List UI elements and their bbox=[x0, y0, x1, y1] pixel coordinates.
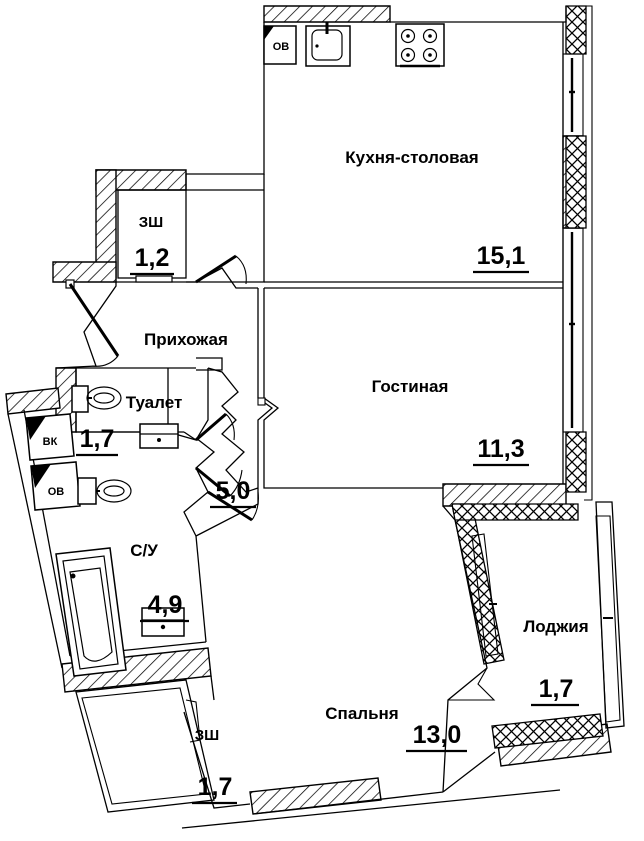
label-closet1-area: 1,2 bbox=[135, 244, 170, 272]
wall-kitchen-top bbox=[263, 5, 391, 23]
closet1-door bbox=[135, 275, 173, 283]
shaft-ov-bath-fill bbox=[31, 464, 51, 488]
label-bathroom-name: С/У bbox=[130, 541, 158, 560]
bath-door-leaf bbox=[195, 466, 231, 498]
label-closet2-name: ЗШ bbox=[195, 727, 219, 744]
bathtub-basin bbox=[69, 567, 113, 662]
outline-bath-right bbox=[195, 535, 207, 643]
shaft-vk-fill bbox=[26, 416, 46, 440]
hall-door-arc bbox=[235, 255, 247, 285]
outline-bath-left bbox=[7, 413, 63, 669]
loggia-wall-bottom bbox=[491, 713, 604, 749]
outline-closet2-join bbox=[210, 675, 215, 701]
facade-right-edge bbox=[584, 5, 593, 501]
living-door-jamb bbox=[257, 397, 266, 406]
facade-top-right bbox=[565, 5, 587, 55]
label-closet2-area: 1,7 bbox=[198, 773, 233, 801]
label-toilet-area: 1,7 bbox=[80, 425, 115, 453]
bathtub-inner bbox=[62, 555, 119, 670]
facade-mid-right bbox=[565, 135, 587, 229]
wall-living-bottom bbox=[442, 483, 567, 507]
window-living bbox=[562, 227, 584, 433]
label-bedroom-area: 13,0 bbox=[413, 721, 462, 749]
kitchen-fixtures: ОВ bbox=[263, 22, 445, 68]
label-hall-name: Прихожая bbox=[144, 330, 228, 349]
closet2-outline bbox=[75, 679, 215, 813]
bath-wc-bowl-inner bbox=[103, 485, 125, 497]
outline-bedroom-bottom bbox=[252, 791, 444, 815]
outline-kitchen-left bbox=[185, 22, 265, 191]
shaft-ov-bath-label: ОВ bbox=[48, 486, 65, 498]
label-kitchen-name: Кухня-столовая bbox=[345, 148, 478, 167]
toilet-fixtures bbox=[71, 385, 179, 449]
outline-hall-lower-jag bbox=[183, 437, 216, 537]
label-hall-area: 5,0 bbox=[216, 477, 251, 505]
toilet-cistern bbox=[71, 385, 89, 413]
outline-living-left-inner bbox=[257, 288, 274, 488]
wall-bedroom-bottom bbox=[249, 777, 382, 815]
label-living-name: Гостиная bbox=[372, 377, 449, 396]
wall-bath-outer-left bbox=[5, 387, 61, 415]
bath-wc-cistern bbox=[77, 477, 97, 505]
label-kitchen-area: 15,1 bbox=[477, 242, 526, 270]
closet2-inner bbox=[81, 687, 207, 805]
outline-toilet-right bbox=[167, 368, 209, 441]
outline-hall-top bbox=[186, 267, 258, 289]
label-living-area: 11,3 bbox=[477, 435, 524, 463]
window-kitchen bbox=[562, 53, 584, 137]
toilet-bowl-inner bbox=[93, 392, 115, 404]
bath-door-arc bbox=[229, 469, 243, 497]
entrance-door-arc bbox=[91, 355, 119, 367]
kitchen-stove-burners bbox=[400, 28, 438, 63]
room-labels: Кухня-столовая 15,1 Гостиная 11,3 Прихож… bbox=[76, 148, 589, 805]
outline-bedroom-bottom-right bbox=[442, 751, 496, 793]
loggia-wall-top bbox=[451, 503, 579, 521]
bathtub-outer bbox=[55, 547, 127, 677]
doors bbox=[65, 254, 266, 522]
toilet-door-arc bbox=[225, 413, 235, 441]
label-closet1-name: ЗШ bbox=[139, 214, 163, 231]
label-toilet-name: Туалет bbox=[126, 393, 183, 412]
outline-toilet-top bbox=[196, 357, 223, 371]
bath-shafts: ВК ОВ bbox=[25, 413, 81, 511]
outline-bottom-baseline bbox=[181, 789, 561, 829]
loggia-window-right bbox=[595, 515, 621, 723]
shaft-ov-kitchen-fill bbox=[264, 26, 274, 40]
bath-washbasin-drain bbox=[160, 624, 166, 630]
toilet-bowl bbox=[86, 386, 122, 410]
loggia-glazing bbox=[448, 515, 621, 723]
entrance-door-leaf bbox=[68, 283, 120, 357]
outline-kitchen-top-right bbox=[390, 6, 567, 23]
closet1-room bbox=[117, 189, 187, 283]
label-loggia-name: Лоджия bbox=[523, 617, 588, 636]
shaft-vk-label: ВК bbox=[43, 436, 58, 448]
outline-hall-right-jag bbox=[207, 367, 259, 493]
toilet-washbasin-drain bbox=[157, 438, 161, 442]
kitchen-sink-drain bbox=[315, 44, 319, 48]
outline-hall-left bbox=[55, 281, 186, 369]
toilet-door-leaf bbox=[195, 412, 227, 442]
facade-low-right bbox=[565, 431, 587, 493]
bathtub-drain bbox=[70, 573, 76, 579]
loggia-window-left bbox=[471, 533, 499, 657]
loggia-door-swing bbox=[448, 667, 496, 701]
label-loggia-area: 1,7 bbox=[539, 675, 574, 703]
right-windows bbox=[562, 5, 593, 501]
wall-hall-upper-left bbox=[52, 261, 117, 283]
hall-door-leaf bbox=[195, 254, 237, 284]
closet2-room bbox=[75, 679, 215, 813]
bathroom-fixtures bbox=[55, 477, 185, 677]
outline-bath-top-jog bbox=[183, 431, 197, 441]
bedroom-door-arc bbox=[251, 491, 259, 521]
toilet-washbasin bbox=[139, 423, 179, 449]
label-bathroom-area: 4,9 bbox=[148, 591, 183, 619]
closet2-door bbox=[185, 699, 201, 743]
shaft-ov-kitchen-label: ОВ bbox=[273, 41, 290, 53]
label-bedroom-name: Спальня bbox=[325, 704, 398, 723]
facade-walls bbox=[451, 5, 625, 749]
